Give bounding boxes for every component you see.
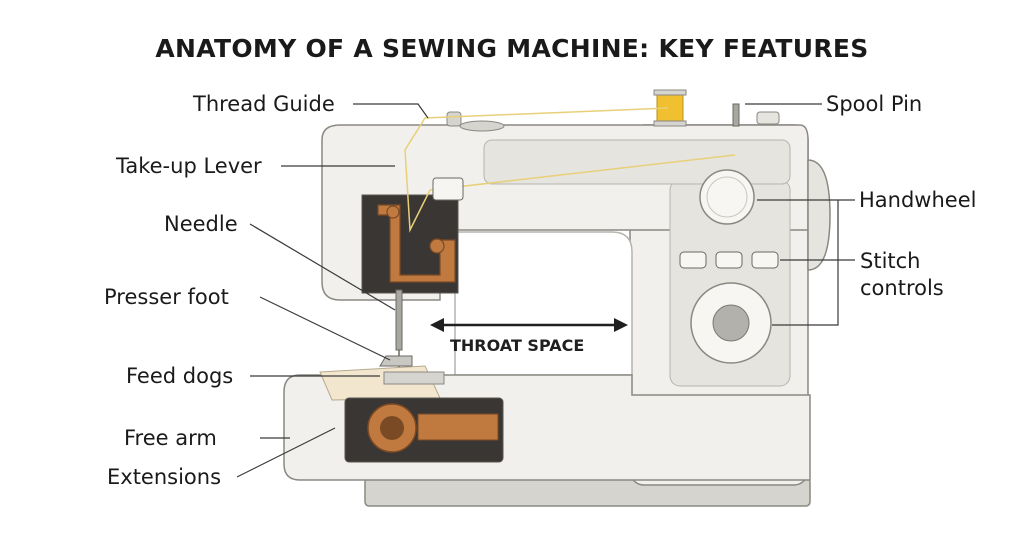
thread-guide-label: Thread Guide (193, 92, 335, 116)
stitch-button-3 (751, 251, 779, 269)
handwheel-side (807, 159, 831, 271)
stitch-controls-label-line1: Stitch (860, 249, 921, 273)
take-up-lever-label: Take-up Lever (116, 154, 262, 178)
handwheel-label: Handwheel (859, 188, 977, 212)
feed-dogs-label: Feed dogs (126, 364, 234, 388)
stitch-length-dial (699, 169, 755, 225)
leader-thread-guide (353, 103, 429, 119)
throat-opening (454, 231, 633, 376)
stitch-button-2 (715, 251, 743, 269)
stitch-button-1 (679, 251, 707, 269)
stitch-controls-label-line2: controls (860, 276, 944, 300)
leader-extensions (236, 427, 336, 478)
throat-space-label: THROAT SPACE (450, 336, 585, 355)
diagram-title: ANATOMY OF A SEWING MACHINE: KEY FEATURE… (155, 34, 869, 63)
thread (404, 107, 736, 233)
needle-label: Needle (164, 212, 238, 236)
presser-foot-label: Presser foot (104, 285, 229, 309)
free-arm-label: Free arm (124, 426, 217, 450)
leader-presser-foot (259, 296, 391, 361)
needle-bar (395, 289, 403, 351)
leader-stitch-controls (772, 200, 839, 326)
internal-mechanism (377, 204, 456, 283)
spool-pin (732, 103, 740, 127)
extensions-label: Extensions (107, 465, 222, 489)
spool-pin-label: Spool Pin (826, 92, 923, 116)
needle-plate (383, 371, 445, 385)
leader-needle (249, 223, 396, 311)
